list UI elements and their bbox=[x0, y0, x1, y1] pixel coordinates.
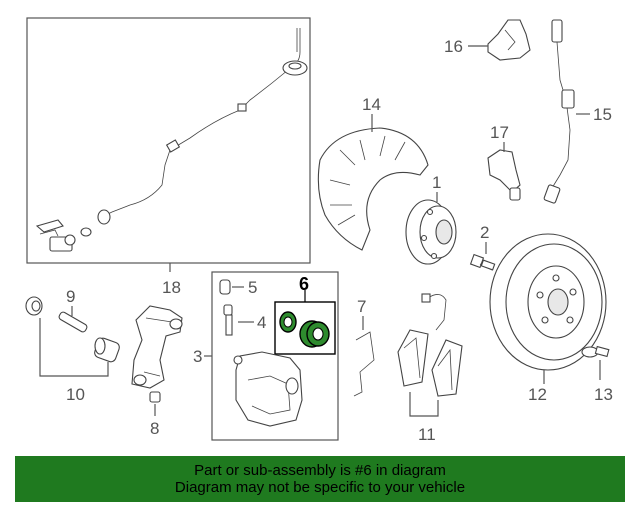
callout-4: 4 bbox=[257, 313, 266, 332]
part-13-screw[interactable] bbox=[581, 345, 610, 358]
part-17-sensor[interactable] bbox=[487, 149, 521, 201]
part-5-bleeder-cap[interactable] bbox=[219, 279, 231, 295]
part-16-bracket[interactable] bbox=[487, 19, 531, 61]
callout-1: 1 bbox=[432, 173, 441, 192]
callout-17: 17 bbox=[490, 123, 509, 142]
part-4-bleeder-screw[interactable] bbox=[223, 304, 233, 336]
callout-3: 3 bbox=[193, 347, 202, 366]
callout-13: 13 bbox=[594, 385, 613, 404]
callout-14: 14 bbox=[362, 95, 381, 114]
info-banner: Part or sub-assembly is #6 in diagram Di… bbox=[15, 456, 625, 502]
callout-2: 2 bbox=[480, 223, 489, 242]
part-6-seal-kit[interactable] bbox=[279, 311, 330, 348]
callout-12: 12 bbox=[528, 385, 547, 404]
part-10-bushings[interactable] bbox=[25, 296, 121, 363]
callout-7: 7 bbox=[357, 297, 366, 316]
part-11-brake-pads[interactable] bbox=[397, 293, 463, 397]
part-9-guide-pin[interactable] bbox=[58, 311, 88, 333]
part-12-brake-rotor[interactable] bbox=[489, 233, 607, 371]
part-15-brake-hose[interactable] bbox=[543, 19, 575, 204]
callout-11: 11 bbox=[418, 425, 436, 444]
callout-15: 15 bbox=[593, 105, 612, 124]
part-2-bolt[interactable] bbox=[469, 253, 496, 271]
part-1-wheel-hub[interactable] bbox=[405, 199, 457, 265]
part-7-spring-clip[interactable] bbox=[353, 331, 375, 397]
callout-16: 16 bbox=[444, 37, 463, 56]
part-14-splash-shield[interactable] bbox=[317, 127, 429, 251]
banner-line-part: Part or sub-assembly is #6 in diagram bbox=[194, 462, 446, 479]
part-18-frame bbox=[26, 17, 311, 264]
exploded-parts-diagram: 18 16 15 14 17 1 2 bbox=[25, 17, 613, 444]
callout-10: 10 bbox=[66, 385, 85, 404]
callout-5: 5 bbox=[248, 278, 257, 297]
callout-8: 8 bbox=[150, 419, 159, 438]
callout-9: 9 bbox=[66, 287, 75, 306]
callout-6: 6 bbox=[299, 274, 309, 294]
part-8-caliper-carrier[interactable] bbox=[131, 305, 183, 403]
abs-sensor-wire[interactable] bbox=[35, 28, 308, 252]
banner-line-disclaimer: Diagram may not be specific to your vehi… bbox=[174, 479, 466, 496]
caliper-housing[interactable] bbox=[233, 351, 303, 427]
callout-18: 18 bbox=[162, 278, 181, 297]
